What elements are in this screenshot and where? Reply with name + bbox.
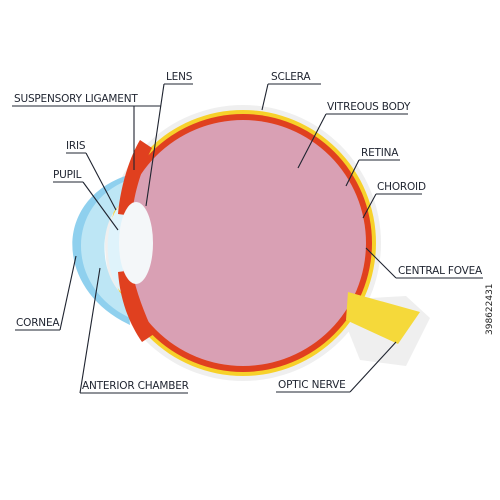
labels: SUSPENSORY LIGAMENT LENS SCLERA VITREOUS… <box>14 71 483 392</box>
label-sclera: SCLERA <box>271 71 311 83</box>
label-optic-nerve: OPTIC NERVE <box>278 379 346 391</box>
leader-lines <box>12 83 483 394</box>
label-choroid: CHOROID <box>377 181 426 193</box>
optic-nerve <box>346 292 420 344</box>
label-iris: IRIS <box>66 140 86 152</box>
label-vitreous-body: VITREOUS BODY <box>327 101 411 113</box>
label-central-fovea: CENTRAL FOVEA <box>398 265 483 277</box>
label-retina: RETINA <box>361 147 399 159</box>
iris-lower <box>118 270 154 342</box>
label-pupil: PUPIL <box>53 169 82 181</box>
label-anterior-chamber: ANTERIOR CHAMBER <box>82 380 189 392</box>
lens <box>119 202 153 284</box>
cornea-inner <box>80 180 130 318</box>
iris-upper <box>118 140 152 216</box>
vitreous-body <box>120 120 366 366</box>
label-cornea: CORNEA <box>16 317 60 329</box>
label-suspensory-ligament: SUSPENSORY LIGAMENT <box>14 93 138 105</box>
label-lens: LENS <box>166 71 193 83</box>
stock-id: 398622431 <box>485 283 495 335</box>
